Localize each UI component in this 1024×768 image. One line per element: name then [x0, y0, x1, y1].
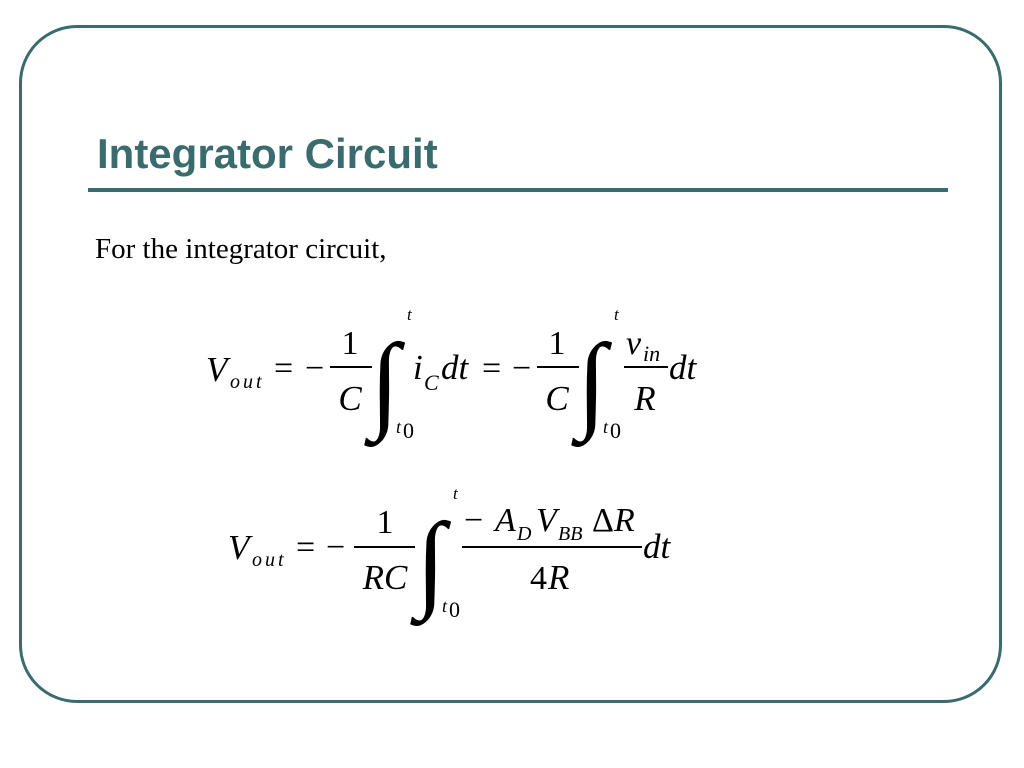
eq1-frac1-num: 1: [342, 325, 359, 362]
eq1-integral-2: ∫: [571, 323, 612, 447]
eq2-upper-limit: t: [453, 484, 459, 503]
eq2-num-A-sub: D: [516, 523, 532, 545]
eq2-minus: −: [326, 529, 345, 566]
eq2-lhs-sub: out: [252, 549, 287, 571]
eq1-frac2-den: C: [545, 379, 569, 418]
eq1-lower-limit-2-sub: 0: [610, 418, 621, 443]
eq1-lhs-sub: out: [230, 371, 265, 393]
eq1-upper-limit-1: t: [407, 305, 413, 324]
eq1-lhs-var: V: [206, 350, 231, 389]
intro-text: For the integrator circuit,: [95, 233, 387, 265]
slide-border: [19, 25, 1002, 703]
eq2-den-R: R: [547, 558, 569, 597]
eq1-frac3-num-var: v: [626, 325, 642, 362]
eq1-lower-limit-1-t: t: [396, 417, 402, 437]
eq2-den-4: 4: [530, 560, 547, 597]
eq2-num-V-sub: BB: [558, 523, 582, 545]
eq1-minus: −: [305, 350, 324, 387]
eq1-differential-1: dt: [441, 348, 470, 387]
eq2-equals: =: [296, 529, 315, 566]
slide-title: Integrator Circuit: [97, 130, 438, 177]
eq2-integral: ∫: [410, 502, 451, 626]
eq2-frac1-num: 1: [377, 504, 394, 541]
eq1-integrand-sub: C: [424, 370, 439, 395]
eq1-frac3-den: R: [633, 379, 655, 418]
eq1-differential-2: dt: [669, 348, 698, 387]
eq2-differential: dt: [643, 527, 672, 566]
eq1-frac3-num-sub: in: [643, 341, 660, 366]
eq2-lhs-var: V: [228, 528, 253, 567]
eq1-integral-1: ∫: [364, 323, 405, 447]
eq1-integrand-var: i: [413, 348, 423, 387]
eq1-equals-2: =: [482, 350, 501, 387]
eq1-minus-2: −: [512, 350, 531, 387]
eq2-lower-limit-t: t: [442, 596, 448, 616]
eq1-upper-limit-2: t: [614, 305, 620, 324]
eq2-num-delta: Δ: [592, 502, 614, 539]
eq1-lower-limit-1-sub: 0: [403, 418, 414, 443]
eq1-frac1-den: C: [338, 379, 362, 418]
eq2-num-A: A: [493, 502, 516, 539]
eq2-num-R: R: [613, 502, 635, 539]
title-underline: [88, 188, 948, 192]
eq2-frac1-den: RC: [362, 558, 408, 597]
eq2-num-minus: −: [464, 502, 483, 539]
eq1-frac2-num: 1: [549, 325, 566, 362]
eq2-lower-limit-sub: 0: [449, 597, 460, 622]
eq1-equals: =: [274, 350, 293, 387]
eq1-lower-limit-2-t: t: [603, 417, 609, 437]
